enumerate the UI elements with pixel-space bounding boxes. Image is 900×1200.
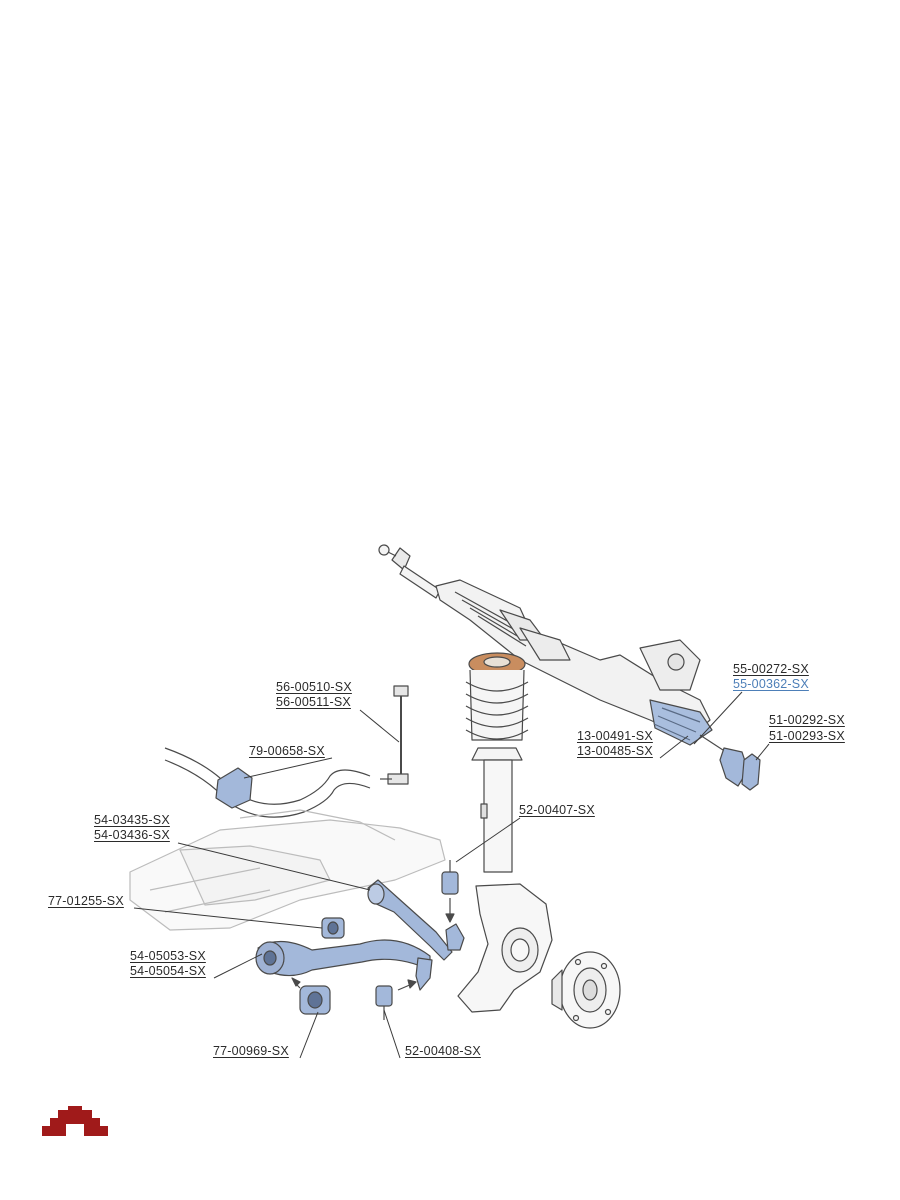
gear-logo-icon xyxy=(42,1106,108,1136)
wheel-hub xyxy=(551,951,621,1029)
label-54-05054: 54-05054-SX xyxy=(130,964,206,978)
label-54-03436: 54-03436-SX xyxy=(94,828,170,842)
steering-knuckle xyxy=(457,883,553,1013)
stabilizer-bar xyxy=(164,747,371,818)
label-55-00362: 55-00362-SX xyxy=(733,677,809,691)
lower-control-arm xyxy=(255,939,433,991)
label-77-01255: 77-01255-SX xyxy=(48,894,124,908)
label-54-05053: 54-05053-SX xyxy=(130,949,206,963)
arm-bushing-large xyxy=(299,985,331,1015)
label-56-00510: 56-00510-SX xyxy=(276,680,352,694)
ball-joint-lower xyxy=(375,985,393,1020)
label-56-00511: 56-00511-SX xyxy=(276,695,351,709)
subframe xyxy=(129,809,446,931)
label-13-00491: 13-00491-SX xyxy=(577,729,653,743)
steering-rack xyxy=(378,544,761,791)
label-77-00969: 77-00969-SX xyxy=(213,1044,289,1058)
strut-spring-assembly xyxy=(465,652,529,873)
label-52-00407: 52-00407-SX xyxy=(519,803,595,817)
label-51-00293: 51-00293-SX xyxy=(769,729,845,743)
arm-bushing-small xyxy=(321,917,345,939)
stabilizer-link xyxy=(380,685,409,785)
label-54-03435: 54-03435-SX xyxy=(94,813,170,827)
ball-joint-upper xyxy=(441,860,459,895)
label-51-00292: 51-00292-SX xyxy=(769,713,845,727)
label-55-00272: 55-00272-SX xyxy=(733,662,809,676)
assembly-arrows xyxy=(291,898,455,991)
label-13-00485: 13-00485-SX xyxy=(577,744,653,758)
label-52-00408: 52-00408-SX xyxy=(405,1044,481,1058)
label-79-00658: 79-00658-SX xyxy=(249,744,325,758)
leader-lines xyxy=(133,691,770,1059)
upper-control-arm xyxy=(367,879,465,961)
